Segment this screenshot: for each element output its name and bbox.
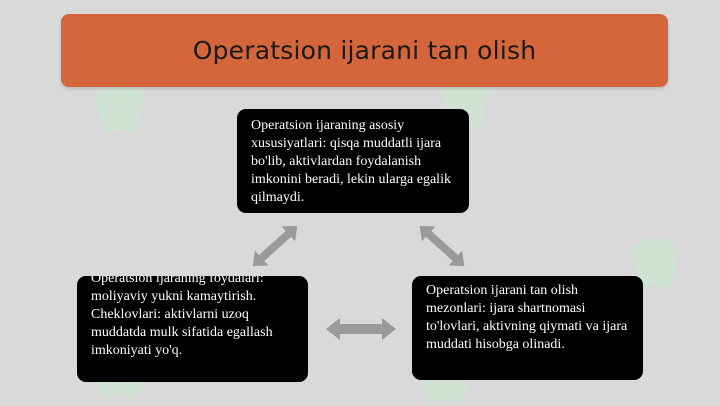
box-features: Operatsion ijaraning asosiy xususiyatlar… (237, 109, 469, 213)
box-benefits: Operatsion ijaraning foydalari: moliyavi… (77, 276, 308, 382)
double-arrow-icon (252, 225, 298, 267)
slide-title: Operatsion ijarani tan olish (192, 36, 537, 65)
double-arrow-icon (419, 225, 465, 267)
box-benefits-text: Operatsion ijaraning foydalari: moliyavi… (91, 276, 273, 358)
box-criteria: Operatsion ijarani tan olish mezonlari: … (412, 276, 643, 380)
double-arrow-icon (326, 318, 396, 340)
title-bar: Operatsion ijarani tan olish (61, 14, 668, 87)
box-features-text: Operatsion ijaraning asosiy xususiyatlar… (251, 118, 451, 205)
box-criteria-text: Operatsion ijarani tan olish mezonlari: … (426, 283, 628, 352)
